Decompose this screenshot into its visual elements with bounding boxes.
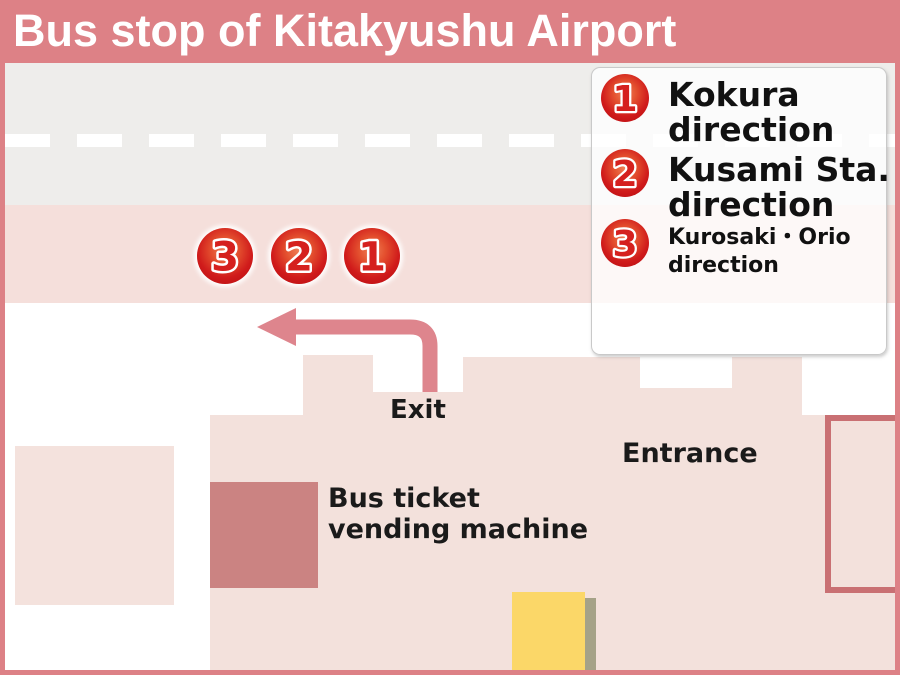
building-wall-section-middle: [463, 357, 640, 415]
page-title: Bus stop of Kitakyushu Airport: [0, 0, 900, 63]
building-wall-section-left: [303, 355, 373, 415]
yellow-structure-block: [512, 592, 585, 670]
legend-item-3-label: Kurosaki・Orio direction: [668, 224, 851, 280]
frame-border-right: [895, 63, 900, 675]
building-entrance-door-recess: [640, 388, 732, 415]
vending-machine-label-line1: Bus ticket: [328, 483, 480, 514]
vending-machine-label-line2: vending machine: [328, 514, 589, 545]
legend-item-2-line1: Kusami Sta.: [668, 150, 890, 189]
legend-badge-2-number: 2: [612, 154, 637, 195]
frame-border-left: [0, 63, 5, 675]
vending-machine-label: Bus ticket vending machine: [328, 483, 588, 545]
arrowhead-left-icon: [257, 308, 296, 346]
legend-item-3-line2: direction: [668, 253, 779, 278]
legend-badge-2: 2: [601, 149, 649, 197]
bus-stop-marker-3: 3: [197, 228, 253, 284]
legend-badge-3-number: 3: [612, 224, 637, 265]
yellow-structure-shadow: [585, 598, 596, 670]
bus-stop-marker-2-number: 2: [285, 234, 313, 280]
building-exit-door-recess: [373, 392, 463, 415]
side-room-outline: [825, 415, 900, 593]
outside-structure-block: [15, 446, 174, 605]
legend-item-1-label: Kokura direction: [668, 77, 834, 147]
bus-stop-marker-3-number: 3: [211, 234, 239, 280]
vending-machine-block: [210, 482, 318, 588]
bus-stop-marker-1-number: 1: [358, 234, 386, 280]
building-wall-section-right: [732, 357, 802, 415]
legend-item-1-line1: Kokura: [668, 75, 800, 114]
frame-border-bottom: [0, 670, 900, 675]
legend-item-2-label: Kusami Sta. direction: [668, 152, 890, 222]
legend-badge-1: 1: [601, 74, 649, 122]
bus-stop-marker-1: 1: [344, 228, 400, 284]
exit-label: Exit: [390, 395, 446, 425]
bus-stop-marker-2: 2: [271, 228, 327, 284]
legend-panel: 1 Kokura direction 2 Kusami Sta. directi…: [591, 67, 890, 355]
legend-item-3-line1: Kurosaki・Orio: [668, 225, 851, 250]
legend-item-2-line2: direction: [668, 185, 835, 224]
legend-item-1-line2: direction: [668, 110, 835, 149]
legend-badge-3: 3: [601, 219, 649, 267]
legend-badge-1-number: 1: [612, 79, 637, 120]
entrance-label: Entrance: [622, 438, 758, 469]
